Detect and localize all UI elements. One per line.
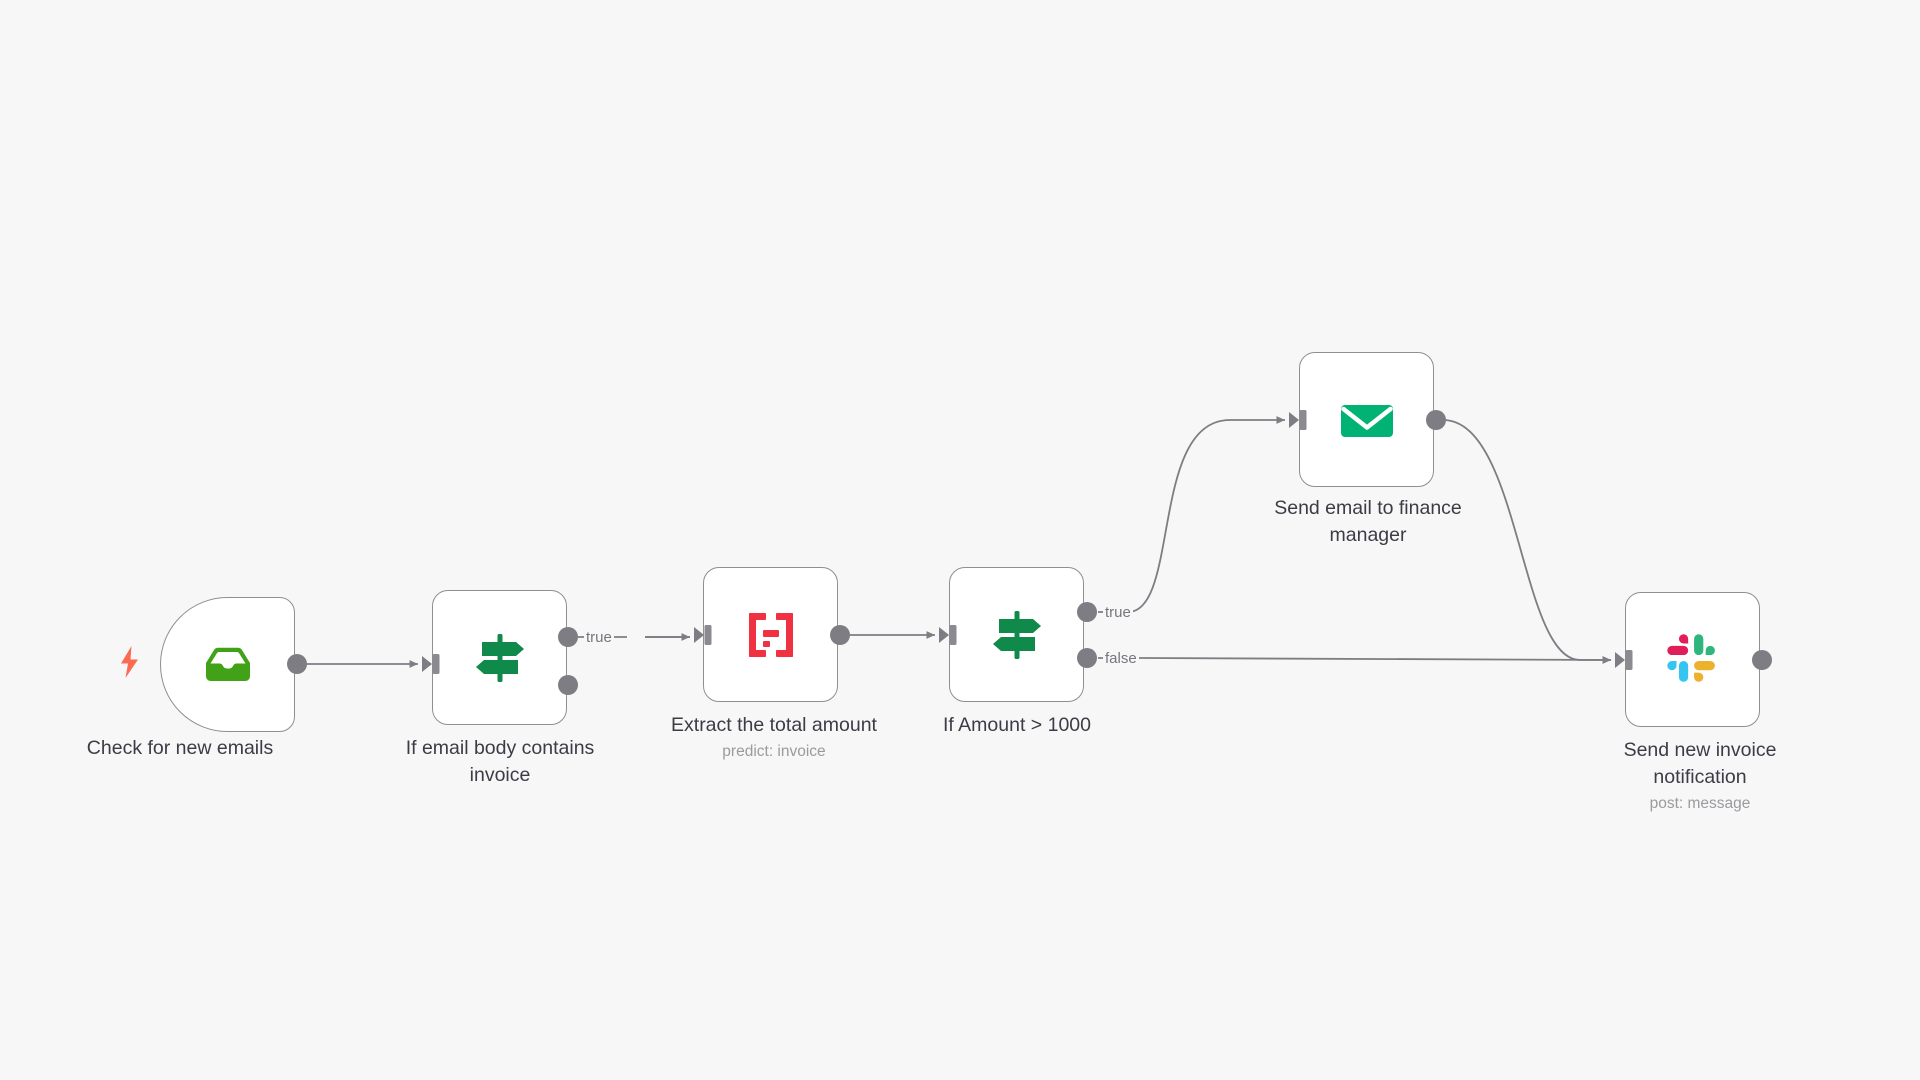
node-title: Extract the total amount bbox=[671, 714, 877, 736]
node-if-amount-greater-1000[interactable] bbox=[949, 567, 1084, 702]
caption-send-new-invoice-notification: Send new invoice notification post: mess… bbox=[1570, 737, 1830, 815]
node-check-for-new-emails[interactable] bbox=[160, 597, 295, 732]
input-connector-send-email[interactable] bbox=[1288, 407, 1310, 433]
node-if-email-body-contains-invoice[interactable] bbox=[432, 590, 567, 725]
envelope-icon bbox=[1335, 388, 1399, 452]
output-connector-send-email[interactable] bbox=[1426, 410, 1446, 430]
caption-check-for-new-emails: Check for new emails bbox=[60, 735, 300, 762]
output-connector-extract[interactable] bbox=[830, 625, 850, 645]
node-send-email-to-finance-manager[interactable] bbox=[1299, 352, 1434, 487]
node-title: Send email to finance manager bbox=[1274, 497, 1462, 546]
input-connector-if-amount[interactable] bbox=[938, 622, 960, 648]
edge-email-to-slack bbox=[1442, 419, 1611, 664]
edge-label-if-email-true: true bbox=[584, 629, 614, 646]
caption-extract-the-total-amount: Extract the total amount predict: invoic… bbox=[640, 712, 908, 763]
node-title: Send new invoice notification bbox=[1623, 739, 1777, 788]
switch-signpost-icon bbox=[468, 626, 532, 690]
output-connector-check-for-new-emails[interactable] bbox=[287, 654, 307, 674]
node-title: Check for new emails bbox=[86, 737, 274, 759]
caption-send-email-to-finance-manager: Send email to finance manager bbox=[1240, 495, 1496, 549]
trigger-bolt-icon bbox=[117, 645, 143, 679]
output-connector-slack[interactable] bbox=[1752, 650, 1772, 670]
edge-label-if-amount-false: false bbox=[1103, 650, 1139, 667]
caption-if-amount-greater-1000: If Amount > 1000 bbox=[890, 712, 1144, 739]
input-connector-extract[interactable] bbox=[693, 622, 715, 648]
node-subtitle: predict: invoice bbox=[722, 743, 826, 760]
node-subtitle: post: message bbox=[1649, 795, 1751, 812]
slack-icon bbox=[1661, 628, 1725, 692]
mindee-icon bbox=[739, 603, 803, 667]
switch-signpost-icon bbox=[985, 603, 1049, 667]
output-connector-if-email-true[interactable] bbox=[558, 627, 578, 647]
edge-if-amount-false-to-slack bbox=[1098, 656, 1612, 664]
node-extract-the-total-amount[interactable] bbox=[703, 567, 838, 702]
input-connector-if-email-body[interactable] bbox=[421, 651, 443, 677]
output-connector-if-amount-true[interactable] bbox=[1077, 602, 1097, 622]
node-title: If Amount > 1000 bbox=[943, 714, 1091, 736]
node-send-new-invoice-notification[interactable] bbox=[1625, 592, 1760, 727]
output-connector-if-amount-false[interactable] bbox=[1077, 648, 1097, 668]
edge-label-if-amount-true: true bbox=[1103, 604, 1133, 621]
output-connector-if-email-false[interactable] bbox=[558, 675, 578, 695]
node-title: If email body contains invoice bbox=[405, 737, 595, 786]
gmail-inbox-icon bbox=[196, 633, 260, 697]
input-connector-slack[interactable] bbox=[1614, 647, 1636, 673]
edge-if-amount-true-to-email bbox=[1098, 416, 1285, 613]
caption-if-email-body-contains-invoice: If email body contains invoice bbox=[370, 735, 630, 789]
